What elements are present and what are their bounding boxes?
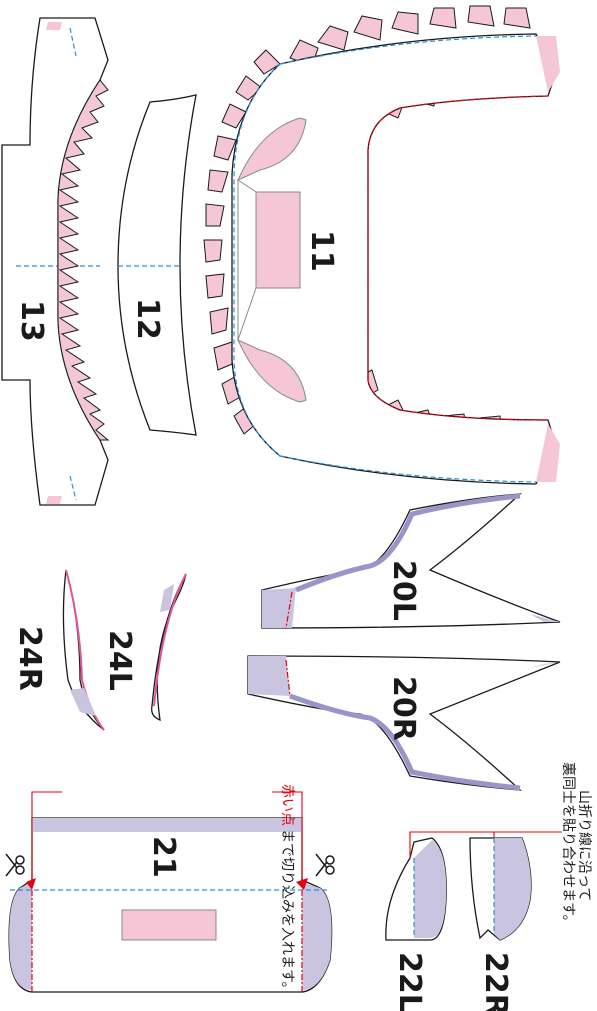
piece-24R-label: 24R — [12, 626, 47, 691]
piece-24L: 24L — [102, 573, 187, 722]
scissors-icon — [5, 853, 25, 877]
piece-12: 12 — [117, 94, 197, 436]
piece-22R: 22R — [469, 837, 532, 1011]
piece-22R-label: 22R — [478, 952, 513, 1011]
piece-20R: 20R — [247, 655, 561, 791]
piece-20R-label: 20R — [386, 676, 421, 741]
fold-glue-note: 山折り線に沿って 裏同士を貼り合わせます。 — [560, 762, 592, 929]
piece-11-label: 11 — [304, 230, 339, 272]
piece-20L-label: 20L — [386, 560, 421, 621]
cut-instruction-red: 赤い点 — [279, 784, 295, 826]
piece-12-label: 12 — [130, 298, 165, 340]
piece-21-label: 21 — [146, 836, 181, 878]
piece-11: 11 — [203, 5, 560, 485]
back-glue-note: 裏同士を貼り合わせます。 — [560, 762, 577, 929]
piece-22L: 22L — [385, 837, 447, 1011]
cut-instruction: 赤い点 まで切り込みを入れます。 — [279, 784, 295, 996]
piece-13-label: 13 — [14, 300, 49, 342]
piece-22L-label: 22L — [392, 952, 427, 1011]
piece-20L: 20L — [261, 493, 561, 629]
scissors-icon — [315, 853, 335, 877]
piece-24L-label: 24L — [102, 630, 137, 691]
fold-line-note: 山折り線に沿って — [576, 790, 592, 901]
piece-24R: 24R — [12, 569, 105, 731]
cut-instruction-rest: まで切り込みを入れます。 — [279, 829, 295, 996]
piece-13: 13 — [1, 17, 110, 506]
piece-21: 21 — [8, 791, 333, 993]
